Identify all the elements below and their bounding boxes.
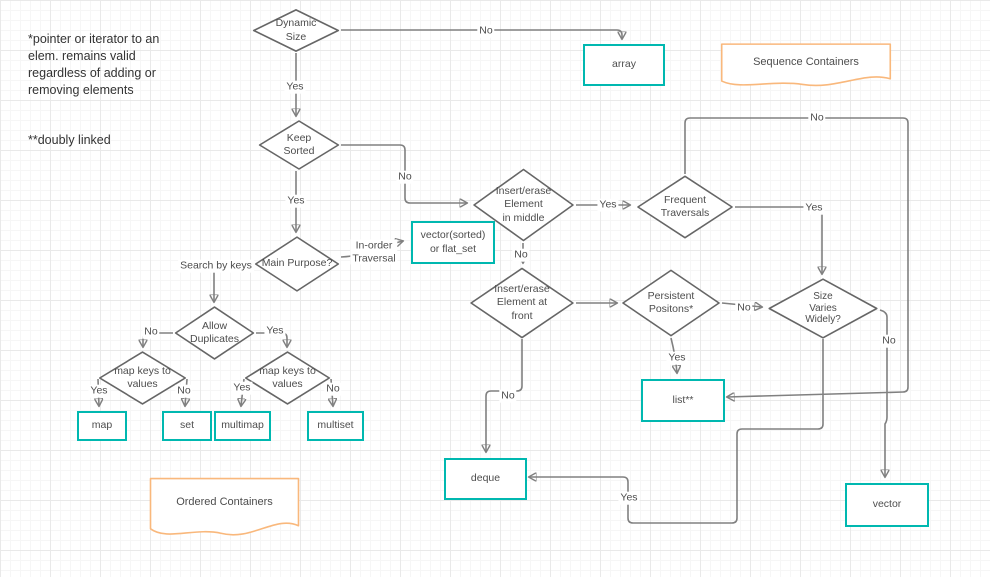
edge-label-allow-yes[interactable]: Yes (264, 324, 286, 338)
container-list-label: list** (672, 393, 694, 406)
container-vector-sorted[interactable]: vector(sorted) or flat_set (411, 221, 495, 264)
diamond-shape (258, 120, 340, 170)
edge-label-keep-yes[interactable]: Yes (285, 194, 307, 208)
edge-label-mapkeys-right-yes[interactable]: Yes (231, 381, 253, 395)
decision-frequent-traversals-label: Frequent Traversals (660, 193, 710, 219)
diamond-shape (636, 175, 734, 239)
edge-label-mapkeys-left-yes[interactable]: Yes (88, 384, 110, 398)
decision-insert-erase-front-label: Insert/erase Element at front (494, 283, 550, 322)
flag-shape (720, 43, 892, 90)
edge-label-persistent-no[interactable]: No (735, 301, 753, 315)
diamond-shape (254, 236, 340, 292)
container-map-label: map (91, 419, 113, 432)
edge-label-middle-no[interactable]: No (512, 248, 530, 262)
diamond-shape (244, 351, 331, 405)
diamond-shape (174, 306, 255, 360)
decision-allow-duplicates[interactable]: Allow Duplicates (174, 306, 255, 360)
edge-label-keep-no[interactable]: No (396, 170, 414, 184)
diamond-shape (469, 267, 575, 339)
container-multimap[interactable]: multimap (214, 411, 271, 441)
container-array[interactable]: array (583, 44, 665, 86)
decision-insert-erase-middle[interactable]: Insert/erase Element in middle (472, 168, 575, 242)
decision-allow-duplicates-label: Allow Duplicates (189, 319, 240, 345)
edge-label-persistent-yes[interactable]: Yes (666, 351, 688, 365)
flag-ordered-containers[interactable]: Ordered Containers (149, 477, 300, 541)
edge-label-mapkeys-right-no[interactable]: No (324, 382, 342, 396)
decision-main-purpose[interactable]: Main Purpose? (254, 236, 340, 292)
edge-label-size-no[interactable]: No (880, 334, 898, 348)
container-deque[interactable]: deque (444, 458, 527, 500)
decision-persistent-positions-label: Persistent Positons* (647, 289, 695, 315)
decision-keep-sorted[interactable]: Keep Sorted (258, 120, 340, 170)
edge-label-inorder-traversal[interactable]: In-order Traversal (350, 239, 398, 265)
decision-persistent-positions[interactable]: Persistent Positons* (621, 269, 721, 337)
container-vector[interactable]: vector (845, 483, 929, 527)
container-multiset[interactable]: multiset (307, 411, 364, 441)
container-multiset-label: multiset (317, 419, 354, 432)
decision-dynamic-size[interactable]: Dynamic Size (252, 9, 340, 52)
decision-dynamic-size-label: Dynamic Size (275, 17, 317, 43)
edge-label-search-by-keys[interactable]: Search by keys (178, 259, 254, 273)
decision-insert-erase-middle-label: Insert/erase Element in middle (495, 185, 552, 224)
diamond-shape (621, 269, 721, 337)
flag-shape (149, 477, 300, 541)
edge-label-frequent-no[interactable]: No (808, 111, 826, 125)
diamond-shape (767, 278, 879, 339)
diamond-shape (98, 351, 187, 405)
container-multimap-label: multimap (221, 419, 264, 432)
container-vector-sorted-label: vector(sorted) or flat_set (420, 229, 486, 255)
edge-label-dynamic-yes[interactable]: Yes (284, 80, 306, 94)
annotation-text-1: *pointer or iterator to an elem. remains… (28, 31, 160, 97)
edge-label-size-yes[interactable]: Yes (618, 491, 640, 505)
diamond-shape (252, 9, 340, 52)
edge-label-front-no[interactable]: No (499, 389, 517, 403)
decision-map-keys-left[interactable]: map keys to values (98, 351, 187, 405)
decision-insert-erase-front[interactable]: Insert/erase Element at front (469, 267, 575, 339)
decision-map-keys-left-label: map keys to values (114, 364, 171, 390)
decision-size-varies-widely-label: Size Varies Widely? (805, 291, 841, 326)
decision-keep-sorted-label: Keep Sorted (283, 131, 315, 157)
annotation-text-2: **doubly linked (28, 133, 111, 148)
decision-main-purpose-label: Main Purpose? (261, 257, 333, 270)
annotation-note[interactable]: *pointer or iterator to an elem. remains… (28, 14, 183, 166)
container-list[interactable]: list** (641, 379, 725, 422)
decision-map-keys-right-label: map keys to values (259, 364, 316, 390)
decision-size-varies-widely[interactable]: Size Varies Widely? (767, 278, 879, 339)
container-set-label: set (179, 419, 194, 432)
flag-sequence-containers-label: Sequence Containers (753, 55, 859, 68)
flag-ordered-containers-label: Ordered Containers (176, 496, 273, 509)
edge-label-mapkeys-left-no[interactable]: No (175, 384, 193, 398)
edge-label-frequent-yes[interactable]: Yes (803, 201, 825, 215)
edge-label-dynamic-no[interactable]: No (477, 24, 495, 38)
edge-label-allow-no[interactable]: No (142, 325, 160, 339)
container-array-label: array (612, 58, 636, 71)
container-vector-label: vector (872, 498, 902, 511)
flag-sequence-containers[interactable]: Sequence Containers (720, 43, 892, 90)
container-deque-label: deque (470, 472, 501, 485)
edge-label-middle-yes[interactable]: Yes (597, 198, 619, 212)
decision-frequent-traversals[interactable]: Frequent Traversals (636, 175, 734, 239)
container-set[interactable]: set (162, 411, 212, 441)
decision-map-keys-right[interactable]: map keys to values (244, 351, 331, 405)
diamond-shape (472, 168, 575, 242)
container-map[interactable]: map (77, 411, 127, 441)
